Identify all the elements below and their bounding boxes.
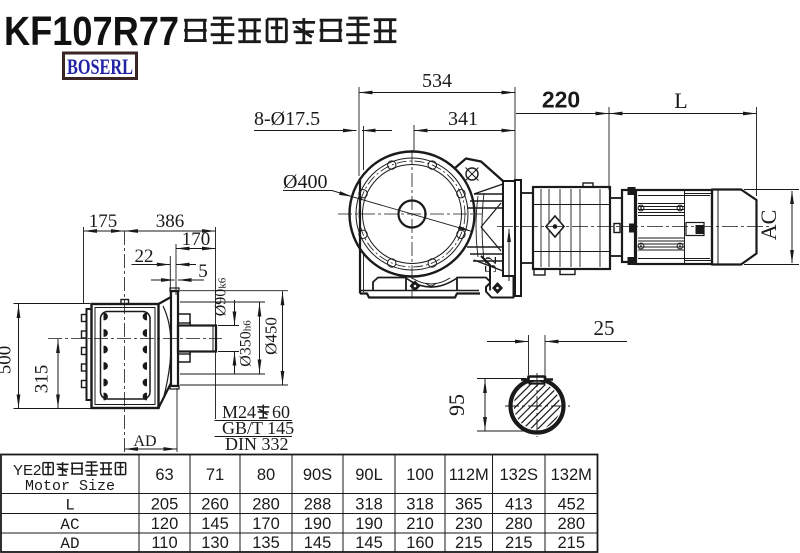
svg-text:90S: 90S [303,466,332,484]
svg-text:280: 280 [557,515,585,533]
svg-text:L: L [674,88,687,113]
svg-text:190: 190 [304,515,332,533]
svg-text:8-Ø17.5: 8-Ø17.5 [254,108,320,130]
svg-text:215: 215 [505,534,533,552]
svg-text:145: 145 [355,534,383,552]
svg-text:52: 52 [481,256,500,273]
svg-text:132M: 132M [551,466,592,484]
svg-text:210: 210 [406,515,434,533]
svg-text:L: L [65,497,75,515]
svg-text:280: 280 [252,496,280,514]
svg-text:112M: 112M [449,466,489,484]
svg-text:71: 71 [206,466,224,484]
svg-text:318: 318 [406,496,434,514]
svg-text:AC: AC [756,210,781,241]
svg-text:413: 413 [505,496,533,514]
svg-text:132S: 132S [499,466,538,484]
svg-text:80: 80 [257,466,275,484]
svg-text:60: 60 [272,402,290,422]
svg-text:534: 534 [422,70,452,92]
svg-text:AD: AD [133,433,156,450]
svg-text:386: 386 [156,211,185,232]
svg-text:DIN 332: DIN 332 [225,434,289,454]
svg-text:BOSERL: BOSERL [67,54,133,79]
svg-text:170: 170 [252,515,280,533]
svg-text:Ø450: Ø450 [262,317,281,355]
svg-text:100: 100 [406,466,434,484]
svg-text:145: 145 [201,515,229,533]
svg-text:110: 110 [151,534,177,552]
svg-text:120: 120 [151,515,179,533]
svg-text:135: 135 [252,534,280,552]
svg-text:205: 205 [151,496,179,514]
svg-text:95: 95 [444,394,469,416]
svg-text:280: 280 [505,515,533,533]
svg-text:22: 22 [135,246,154,267]
svg-text:365: 365 [455,496,483,514]
svg-text:190: 190 [355,515,383,533]
svg-text:452: 452 [557,496,585,514]
svg-text:260: 260 [201,496,229,514]
svg-text:170: 170 [182,229,211,250]
svg-text:GB/T 145: GB/T 145 [222,418,294,438]
svg-text:215: 215 [455,534,483,552]
svg-text:341: 341 [448,108,478,130]
svg-text:Motor Size: Motor Size [25,478,115,495]
svg-text:220: 220 [542,87,580,113]
svg-text:288: 288 [304,496,332,514]
svg-text:90L: 90L [355,466,383,484]
svg-text:230: 230 [455,515,483,533]
svg-text:63: 63 [155,466,173,484]
svg-text:145: 145 [304,534,332,552]
svg-text:Ø90k6: Ø90k6 [213,277,230,316]
svg-text:215: 215 [557,534,585,552]
svg-text:YE2: YE2 [13,462,41,479]
svg-text:AC: AC [60,516,79,534]
svg-text:KF107R77: KF107R77 [4,8,179,54]
svg-text:5: 5 [198,261,208,282]
svg-text:Ø400: Ø400 [283,171,327,193]
svg-text:130: 130 [201,534,229,552]
svg-text:M24: M24 [222,402,256,422]
svg-text:500: 500 [0,346,16,375]
svg-text:315: 315 [32,365,53,394]
svg-text:318: 318 [355,496,383,514]
svg-text:25: 25 [594,316,615,340]
svg-text:AD: AD [60,535,79,553]
svg-text:175: 175 [89,211,118,232]
svg-text:160: 160 [406,534,434,552]
svg-text:Ø350h6: Ø350h6 [238,320,255,367]
